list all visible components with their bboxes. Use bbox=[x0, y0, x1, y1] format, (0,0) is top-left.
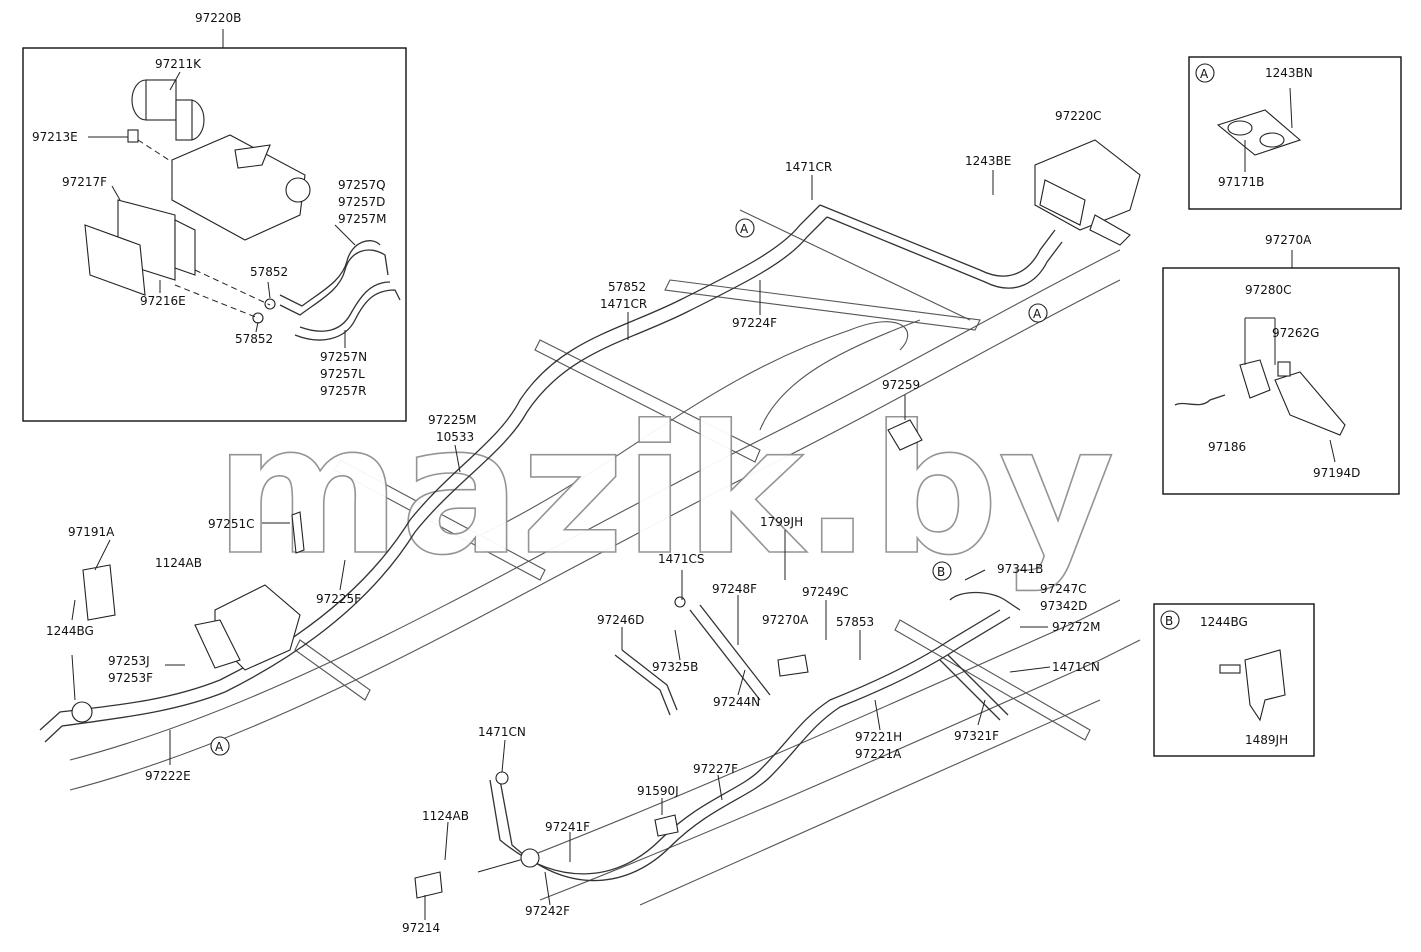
label-97248F: 97248F bbox=[712, 582, 757, 596]
label-97225M: 97225M bbox=[428, 413, 477, 427]
label-97270A-b: 97270A bbox=[762, 613, 809, 627]
label-97257D: 97257D bbox=[338, 195, 385, 209]
leader-lines bbox=[71, 71, 1051, 920]
label-97257R: 97257R bbox=[320, 384, 367, 398]
part-97214 bbox=[414, 871, 443, 899]
label-10533: 10533 bbox=[436, 430, 474, 444]
label-97321F: 97321F bbox=[954, 729, 999, 743]
marker-B-box: B bbox=[1165, 614, 1173, 628]
label-97262G: 97262G bbox=[1272, 326, 1319, 340]
label-97341B: 97341B bbox=[997, 562, 1043, 576]
label-97225F: 97225F bbox=[316, 592, 361, 606]
label-1471CR-a: 1471CR bbox=[600, 297, 647, 311]
label-97227F: 97227F bbox=[693, 762, 738, 776]
label-57852-c: 57852 bbox=[608, 280, 646, 294]
label-1471CS: 1471CS bbox=[658, 552, 705, 566]
label-97272M: 97272M bbox=[1052, 620, 1101, 634]
label-1124AB-a: 1124AB bbox=[155, 556, 202, 570]
label-97247C: 97247C bbox=[1040, 582, 1087, 596]
label-97242F: 97242F bbox=[525, 904, 570, 918]
label-97246D: 97246D bbox=[597, 613, 644, 627]
small-parts bbox=[71, 419, 923, 899]
marker-A-3: A bbox=[215, 740, 224, 754]
callout-labels: 97220B 97211K 97213E 97217F 97216E 97257… bbox=[32, 11, 1360, 935]
marker-A-2: A bbox=[1033, 307, 1042, 321]
label-57852-b: 57852 bbox=[235, 332, 273, 346]
label-1489JH: 1489JH bbox=[1245, 733, 1288, 747]
label-97325B: 97325B bbox=[652, 660, 698, 674]
label-97253F: 97253F bbox=[108, 671, 153, 685]
label-1471CR-b: 1471CR bbox=[785, 160, 832, 174]
label-97249C: 97249C bbox=[802, 585, 849, 599]
label-1243BE: 1243BE bbox=[965, 154, 1011, 168]
label-97257Q: 97257Q bbox=[338, 178, 386, 192]
part-97270A-valve bbox=[777, 654, 809, 677]
rear-heater-unit bbox=[1034, 139, 1141, 246]
detail-box-97270A bbox=[1162, 250, 1400, 495]
label-1471CN-a: 1471CN bbox=[1052, 660, 1100, 674]
label-97222E: 97222E bbox=[145, 769, 191, 783]
marker-A-1: A bbox=[740, 222, 749, 236]
label-97191A: 97191A bbox=[68, 525, 115, 539]
label-97220C: 97220C bbox=[1055, 109, 1102, 123]
heater-pipes bbox=[39, 204, 1063, 882]
label-97257L: 97257L bbox=[320, 367, 365, 381]
part-91590J bbox=[654, 814, 679, 837]
marker-B-1: B bbox=[937, 565, 945, 579]
label-97213E: 97213E bbox=[32, 130, 78, 144]
label-91590J: 91590J bbox=[637, 784, 679, 798]
detail-box-97220B bbox=[22, 29, 407, 422]
label-1124AB-b: 1124AB bbox=[422, 809, 469, 823]
label-97216E: 97216E bbox=[140, 294, 186, 308]
label-97259: 97259 bbox=[882, 378, 920, 392]
label-57852-a: 57852 bbox=[250, 265, 288, 279]
label-97221A: 97221A bbox=[855, 747, 902, 761]
front-heater-unit bbox=[194, 584, 301, 671]
label-57853: 57853 bbox=[836, 615, 874, 629]
label-1243BN: 1243BN bbox=[1265, 66, 1313, 80]
detail-box-B: B bbox=[1153, 603, 1315, 757]
label-97342D: 97342D bbox=[1040, 599, 1087, 613]
part-97259 bbox=[887, 419, 923, 451]
label-97214: 97214 bbox=[402, 921, 440, 935]
label-97217F: 97217F bbox=[62, 175, 107, 189]
label-97171B: 97171B bbox=[1218, 175, 1264, 189]
chassis-frame bbox=[69, 209, 1141, 906]
label-97244N: 97244N bbox=[713, 695, 760, 709]
label-97241F: 97241F bbox=[545, 820, 590, 834]
label-97257M: 97257M bbox=[338, 212, 387, 226]
part-97191A bbox=[82, 564, 116, 621]
label-97211K: 97211K bbox=[155, 57, 202, 71]
marker-A-box: A bbox=[1200, 67, 1209, 81]
label-97220B: 97220B bbox=[195, 11, 241, 25]
label-1244BG-a: 1244BG bbox=[46, 624, 94, 638]
label-1244BG-b: 1244BG bbox=[1200, 615, 1248, 629]
label-1799JH: 1799JH bbox=[760, 515, 803, 529]
label-1471CN-b: 1471CN bbox=[478, 725, 526, 739]
circle-markers: A A A B bbox=[210, 218, 1048, 756]
label-97194D: 97194D bbox=[1313, 466, 1360, 480]
label-97253J: 97253J bbox=[108, 654, 150, 668]
label-97257N: 97257N bbox=[320, 350, 367, 364]
label-97224F: 97224F bbox=[732, 316, 777, 330]
label-97186: 97186 bbox=[1208, 440, 1246, 454]
label-97251C: 97251C bbox=[208, 517, 255, 531]
label-97221H: 97221H bbox=[855, 730, 902, 744]
label-97270A-a: 97270A bbox=[1265, 233, 1312, 247]
label-97280C: 97280C bbox=[1245, 283, 1292, 297]
detail-box-A: A bbox=[1188, 56, 1402, 210]
